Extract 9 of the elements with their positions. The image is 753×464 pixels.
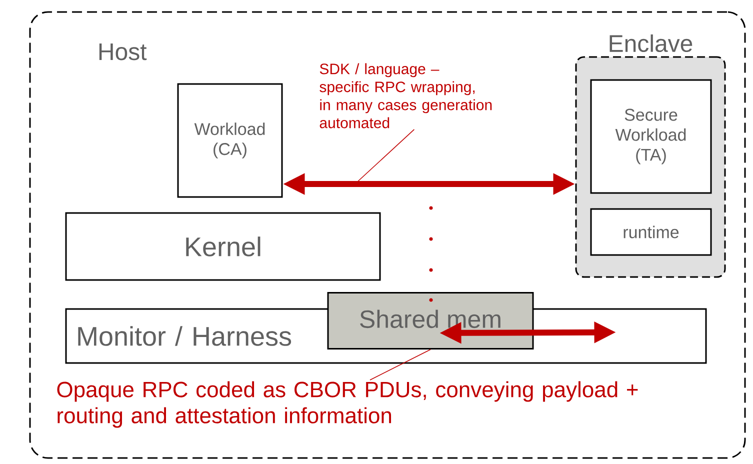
annotation-text: Opaque RPC coded as CBOR PDUs, conveying payload + routing and attestation information (57, 381, 638, 428)
component-box: Workload (CA) (177, 83, 283, 198)
kernel-box: Kernel (65, 212, 381, 281)
node-label: Enclave (610, 34, 692, 52)
leader-line (370, 349, 431, 380)
component-box: runtime (590, 208, 712, 256)
shared-memory-box: Shared mem (327, 292, 534, 350)
annotation-text: SDK / language – specific RPC wrapping, in many cases generation automated (320, 63, 492, 128)
component-box: Secure Workload (TA) (590, 79, 712, 194)
